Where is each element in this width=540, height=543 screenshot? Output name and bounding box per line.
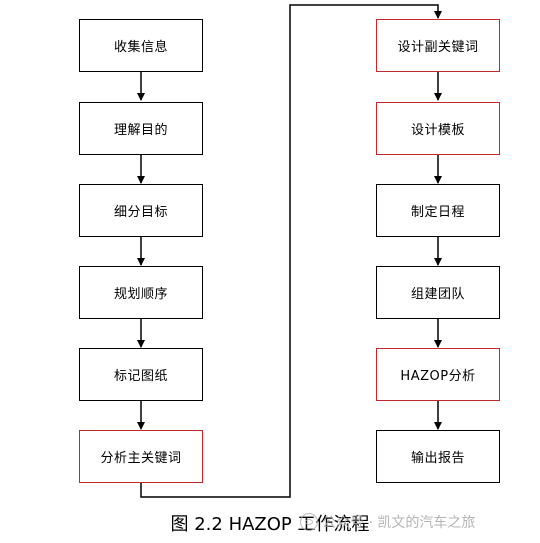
step-understand-purpose: 理解目的 <box>79 102 203 155</box>
step-analyze-primary-keywords: 分析主关键词 <box>79 430 203 483</box>
step-set-schedule: 制定日程 <box>376 184 500 237</box>
step-design-secondary-keywords: 设计副关键词 <box>376 19 500 72</box>
arrow-column-link <box>140 4 442 498</box>
watermark-text: 公众号 · 凯文的汽车之旅 <box>322 515 476 531</box>
figure-caption: 图 2.2 HAZOP 工作流程 <box>170 514 370 535</box>
step-build-team: 组建团队 <box>376 266 500 319</box>
step-design-template: 设计模板 <box>376 102 500 155</box>
step-hazop-analysis: HAZOP分析 <box>376 348 500 401</box>
step-mark-drawings: 标记图纸 <box>79 348 203 401</box>
step-plan-order: 规划顺序 <box>79 266 203 319</box>
watermark: 公众号 · 凯文的汽车之旅 <box>300 512 475 532</box>
wechat-icon <box>300 513 318 531</box>
step-subdivide-goals: 细分目标 <box>79 184 203 237</box>
step-collect-info: 收集信息 <box>79 19 203 72</box>
step-output-report: 输出报告 <box>376 430 500 483</box>
